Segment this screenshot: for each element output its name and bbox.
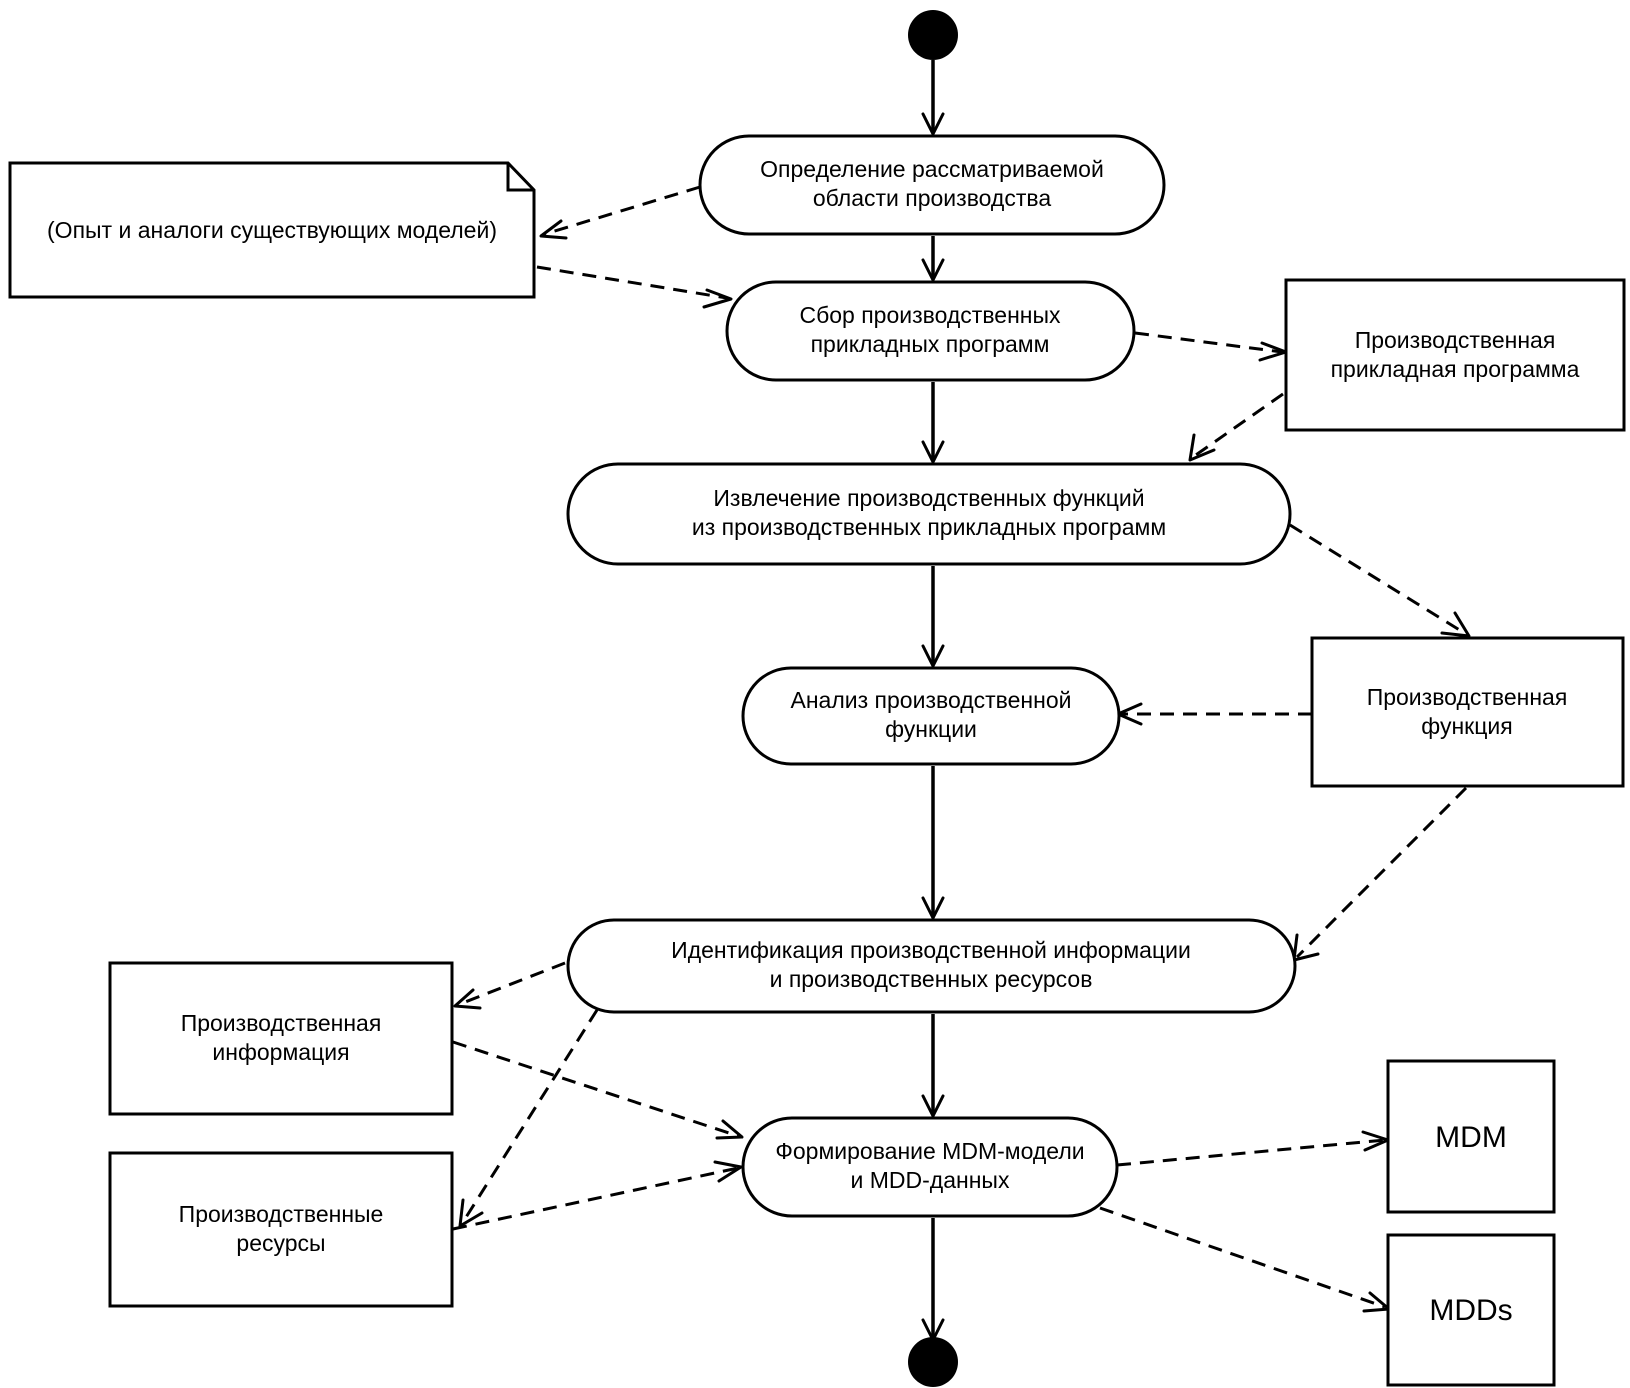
activity-define-domain: Определение рассматриваемой области прои… <box>698 134 1166 236</box>
object-flows <box>452 185 1471 1313</box>
activity-label-line1: Анализ производственной <box>791 687 1072 713</box>
activity-label-line2: из производственных прикладных программ <box>692 514 1166 540</box>
object-label: MDM <box>1435 1121 1507 1154</box>
activity-analyze-function: Анализ производственной функции <box>741 666 1121 766</box>
activity-label-line1: Формирование MDM-модели <box>775 1138 1084 1164</box>
activity-label-line1: Идентификация производственной информаци… <box>671 937 1191 963</box>
object-application-program: Производственная прикладная программа <box>1284 278 1626 432</box>
activity-label-line1: Определение рассматриваемой <box>760 156 1104 182</box>
initial-node <box>908 10 958 60</box>
object-label-line1: Производственная <box>1367 684 1568 710</box>
object-label-line1: Производственная <box>181 1010 382 1036</box>
note-label: (Опыт и аналоги существующих моделей) <box>47 217 497 243</box>
activity-identify-info-resources: Идентификация производственной информаци… <box>566 918 1297 1014</box>
object-production-resources: Производственные ресурсы <box>108 1151 454 1308</box>
activity-label-line1: Извлечение производственных функций <box>713 485 1144 511</box>
object-label-line2: информация <box>212 1039 349 1065</box>
note-existing-models: (Опыт и аналоги существующих моделей) <box>8 161 536 299</box>
activity-label-line1: Сбор производственных <box>799 302 1061 328</box>
activity-extract-functions: Извлечение производственных функций из п… <box>566 462 1292 566</box>
activity-collect-programs: Сбор производственных прикладных програм… <box>725 280 1136 382</box>
activity-label-line2: функции <box>885 716 977 742</box>
activity-label-line2: и производственных ресурсов <box>770 966 1093 992</box>
object-label-line2: прикладная программа <box>1331 356 1580 382</box>
object-mdds: MDDs <box>1386 1233 1556 1387</box>
activity-label-line2: области производства <box>813 185 1052 211</box>
activity-label-line2: прикладных программ <box>811 331 1050 357</box>
object-label-line2: функция <box>1421 713 1512 739</box>
object-label-line1: Производственная <box>1355 327 1556 353</box>
object-label-line2: ресурсы <box>236 1230 325 1256</box>
object-mdm: MDM <box>1386 1059 1556 1214</box>
object-label-line1: Производственные <box>179 1201 384 1227</box>
object-production-information: Производственная информация <box>108 961 454 1116</box>
activity-label-line2: и MDD-данных <box>851 1167 1010 1193</box>
final-node <box>908 1337 958 1387</box>
object-label: MDDs <box>1429 1294 1512 1327</box>
activity-form-mdm-model: Формирование MDM-модели и MDD-данных <box>741 1116 1119 1218</box>
object-production-function: Производственная функция <box>1310 636 1625 788</box>
